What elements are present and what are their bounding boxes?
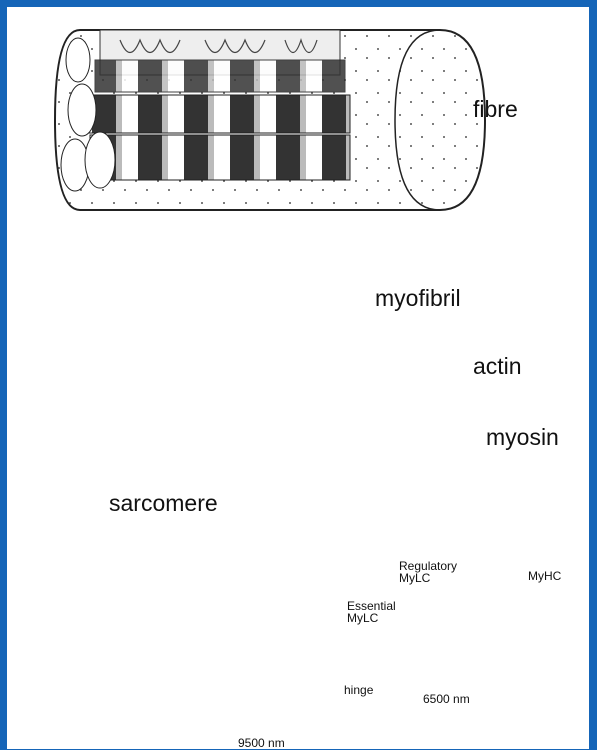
- diagram-frame: fibre myofibril actin myosin sarcomere R…: [7, 7, 589, 749]
- fibril-end-4: [66, 38, 90, 82]
- label-regulatory-mylc: Regulatory MyLC: [399, 560, 463, 584]
- fibril-end-3: [85, 132, 115, 188]
- label-6500nm: 6500 nm: [423, 693, 470, 705]
- label-fibre: fibre: [473, 98, 518, 121]
- label-hinge: hinge: [344, 684, 373, 696]
- myofibril-bundle-1: [80, 95, 350, 133]
- fibre-illustration: [55, 30, 485, 210]
- label-myosin: myosin: [486, 426, 559, 449]
- label-sarcomere: sarcomere: [109, 492, 218, 515]
- label-myofibril: myofibril: [375, 287, 461, 310]
- fibril-end-1: [68, 84, 96, 136]
- label-actin: actin: [473, 355, 522, 378]
- myofibril-bundle-3: [95, 60, 345, 92]
- label-essential-mylc: Essential MyLC: [347, 600, 401, 624]
- label-9500nm: 9500 nm: [238, 737, 285, 749]
- myofibril-bundle-2: [90, 135, 350, 180]
- label-myhc: MyHC: [528, 570, 561, 582]
